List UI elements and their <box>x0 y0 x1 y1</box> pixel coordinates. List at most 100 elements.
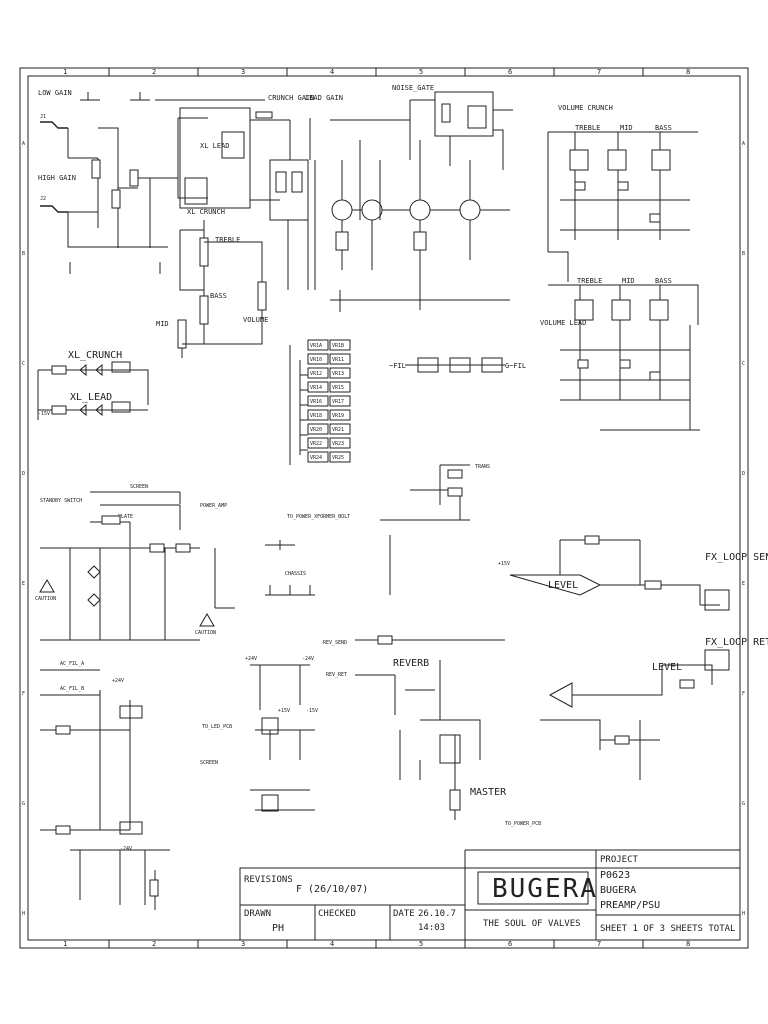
tone-stack-left: TREBLE BASS MID VOLUME <box>156 220 268 358</box>
row-label: C <box>742 361 745 367</box>
pot-table-cell <box>307 353 329 365</box>
volume-crunch-label: VOLUME CRUNCH <box>558 104 613 112</box>
pot-table-label: VR25 <box>332 455 344 461</box>
row-label: C <box>22 361 25 367</box>
xl-switch-block: XL LEAD XL CRUNCH <box>179 107 290 216</box>
col-label: 3 <box>241 940 245 948</box>
pot-table-label: VR19 <box>332 413 344 419</box>
master-label: MASTER <box>470 787 507 798</box>
pot-table-label: VR21 <box>332 427 344 433</box>
psu-section: AC_FIL_A AC_FIL_B +24V -24V TO_LED_PCB S… <box>40 661 232 910</box>
chassis-label: CHASSIS <box>285 571 306 577</box>
bass-top-label: BASS <box>655 124 672 132</box>
noise-gate-label: NOISE_GATE <box>392 84 434 92</box>
date-value: 26.10.7 <box>418 909 456 919</box>
revisions-label: REVISIONS <box>244 875 293 885</box>
col-label: 2 <box>152 940 156 948</box>
pot-table-cell <box>307 367 329 379</box>
pot-table-cell <box>307 381 329 393</box>
pot-table-cell <box>307 395 329 407</box>
outer-frame <box>19 67 749 949</box>
bass-left-label: BASS <box>210 292 227 300</box>
low-gain-label: LOW GAIN <box>38 89 72 97</box>
row-label: A <box>742 141 745 147</box>
col-label: 1 <box>63 68 67 76</box>
reverb-section: REV_SEND REV_RET REVERB MASTER TO_POWER_… <box>323 635 541 827</box>
input-section: LOW GAIN J1 HIGH GAIN J2 <box>38 89 265 274</box>
pot-table-cell <box>307 451 329 463</box>
drawn-value: PH <box>272 923 284 934</box>
project-label: PROJECT <box>600 855 639 865</box>
tone-stack-right-bottom: VOLUME LEAD TREBLE MID BASS <box>540 277 700 431</box>
crunch-gain-label: CRUNCH GAIN <box>268 94 314 102</box>
xl-crunch-label: XL CRUNCH <box>187 208 225 216</box>
pot-table-label: VR14 <box>310 385 322 391</box>
lead-gain-label: LEAD GAIN <box>305 94 343 102</box>
neg24-mid-label: -24V <box>302 656 314 662</box>
brand-name: BUGERA <box>492 874 598 904</box>
col-label: 1 <box>63 940 67 948</box>
row-label: B <box>742 251 745 257</box>
row-label: B <box>22 251 25 257</box>
pot-table-cell <box>329 451 351 463</box>
xl-led-section: XL_CRUNCH XL_LEAD -15V <box>37 350 149 420</box>
trans-label: TRANS <box>475 464 490 470</box>
col-label: 5 <box>419 68 423 76</box>
title-block: REVISIONS F (26/10/07) DRAWN PH CHECKED … <box>239 849 741 941</box>
bass-right-label: BASS <box>655 277 672 285</box>
pot-table-cell <box>307 437 329 449</box>
col-label: 5 <box>419 940 423 948</box>
pot-table-cell <box>329 437 351 449</box>
row-label: G <box>22 801 25 807</box>
ac-fil-b-label: AC_FIL_B <box>60 686 84 692</box>
screen2-label: SCREEN <box>200 760 218 766</box>
standby-label: STANDBY SWITCH <box>40 498 82 504</box>
power-amp-section: STANDBY SWITCH SCREEN PLATE POWER_AMP TO… <box>40 484 350 596</box>
volume-lead-label: VOLUME LEAD <box>540 319 586 327</box>
row-label: D <box>22 471 25 477</box>
pot-table-label: VR16 <box>310 399 322 405</box>
pot-table-label: VR1B <box>332 343 344 349</box>
xl-lead-title: XL_LEAD <box>70 392 112 403</box>
neg24-label: -24V <box>120 846 132 852</box>
slogan: THE SOUL OF VALVES <box>483 919 581 929</box>
pos24-label: +24V <box>112 678 124 684</box>
col-label: 2 <box>152 68 156 76</box>
fil2-label: G~FIL <box>505 362 526 370</box>
caution-icon <box>199 613 215 627</box>
xl-lead-label: XL LEAD <box>200 142 230 150</box>
pot-table-label: VR20 <box>310 427 322 433</box>
brand-box <box>477 871 589 905</box>
volume-left-label: VOLUME <box>243 316 268 324</box>
rectifier-section: CAUTION CAUTION <box>35 543 235 641</box>
tone-stack-right-top: VOLUME CRUNCH TREBLE MID BASS <box>547 104 698 282</box>
neg15-label: -15V <box>38 411 50 417</box>
pot-table-label: VR13 <box>332 371 344 377</box>
drawn-label: DRAWN <box>244 909 271 919</box>
row-label: A <box>22 141 25 147</box>
fx-loop-section: +15V LEVEL FX_LOOP SEND FX_LOOP RETURN L… <box>498 535 768 780</box>
fil-label: ~FIL <box>389 362 406 370</box>
col-label: 8 <box>686 940 690 948</box>
pot-table-cell <box>329 339 351 351</box>
row-label: F <box>742 691 745 697</box>
rev-ret-label: REV_RET <box>326 672 347 678</box>
filament-row: ~FIL G~FIL <box>389 357 526 373</box>
pot-table-cell <box>307 409 329 421</box>
reverb-label: REVERB <box>393 658 429 669</box>
row-markers: A B C D E F G H A B C D E F G H <box>22 141 745 917</box>
col-label: 8 <box>686 68 690 76</box>
level-b-label: LEVEL <box>652 662 682 673</box>
row-label: E <box>742 581 745 587</box>
fx-loop-return-label: FX_LOOP RETURN <box>705 637 768 648</box>
mid-left-label: MID <box>156 320 169 328</box>
col-label: 6 <box>508 940 512 948</box>
fx-loop-send-label: FX_LOOP SEND <box>705 552 768 563</box>
treble-right-label: TREBLE <box>577 277 602 285</box>
row-label: D <box>742 471 745 477</box>
to-power-pcb-label: TO_POWER_PCB <box>505 821 541 827</box>
pot-table-label: VR23 <box>332 441 344 447</box>
column-markers: 1 2 3 4 5 6 7 8 1 2 3 4 5 6 7 8 <box>63 68 690 948</box>
